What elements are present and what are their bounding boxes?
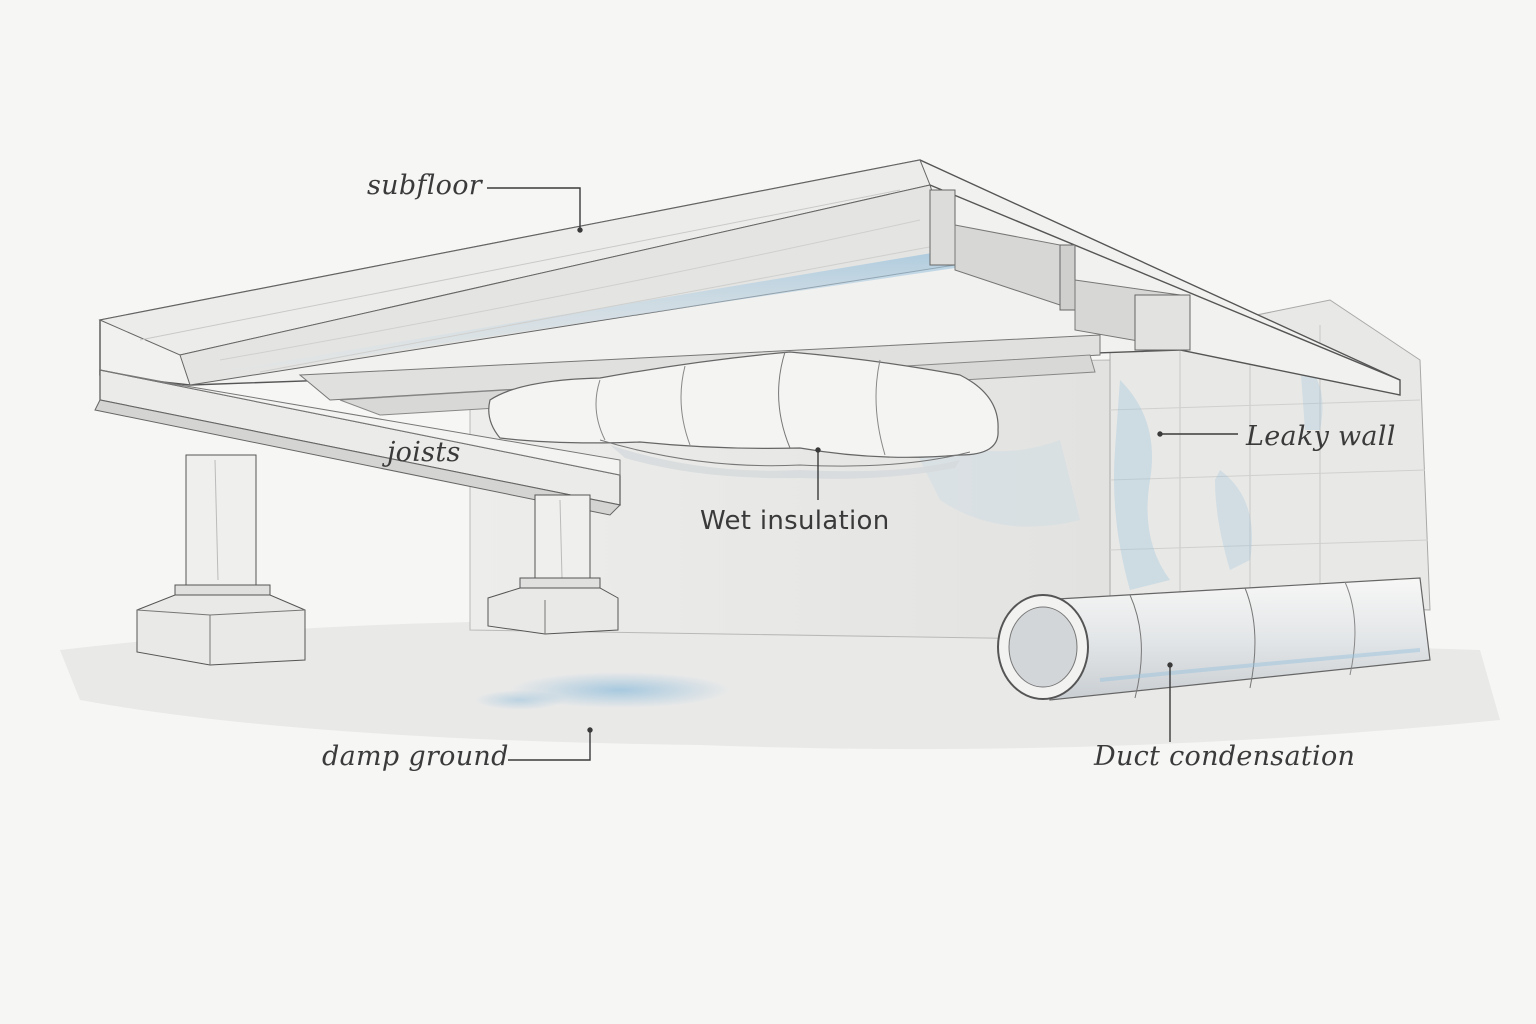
joists-label: joists — [387, 437, 461, 468]
front-beam — [94, 369, 622, 516]
subfloor-slab — [98, 159, 1401, 396]
right-post — [487, 494, 619, 635]
duct — [997, 577, 1431, 701]
duct-condensation-label: Duct condensation — [1094, 741, 1356, 772]
wet-insulation-label: Wet insulation — [700, 506, 890, 536]
puddle-large — [510, 672, 730, 708]
subfloor-label: subfloor — [367, 170, 482, 201]
subfloor-leader — [487, 187, 581, 230]
left-post — [136, 454, 306, 666]
leader-lines — [487, 187, 1238, 761]
puddle-small — [475, 690, 565, 710]
leaky-wall-label: Leaky wall — [1246, 421, 1396, 452]
wet-insulation-batt — [488, 351, 999, 479]
damp-ground-label: damp ground — [322, 741, 509, 772]
damp-ground-leader — [508, 730, 591, 761]
